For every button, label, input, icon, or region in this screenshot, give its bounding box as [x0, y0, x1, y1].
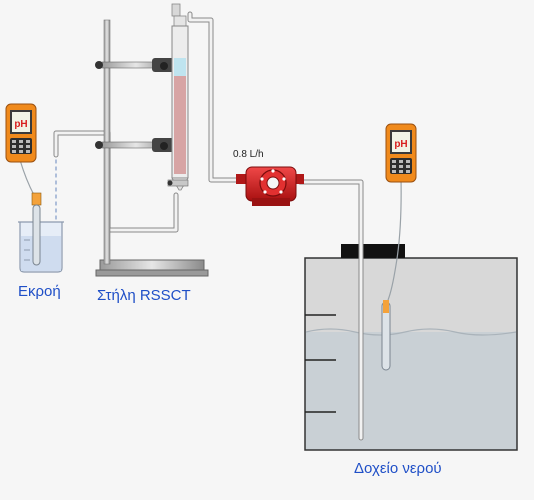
column-label: Στήλη RSSCT [97, 287, 191, 304]
water-surface [305, 328, 517, 336]
tank-label: Δοχείο νερού [354, 460, 442, 477]
water-tank [304, 244, 518, 451]
tank-headspace [306, 259, 516, 332]
tank-ph-probe [381, 177, 402, 371]
effluent-ph-probe [19, 159, 42, 266]
ph-display-left: pH [14, 119, 27, 130]
ph-meter-right: pH [385, 123, 417, 183]
rssct-column [167, 3, 189, 191]
pump-flow-rate: 0.8 L/h [233, 149, 264, 160]
ph-meter-left: pH [5, 103, 37, 163]
tank-lid [341, 244, 405, 258]
ph-display-right: pH [394, 139, 407, 150]
effluent-beaker [18, 221, 64, 273]
peristaltic-pump [236, 166, 304, 206]
effluent-label: Εκροή [18, 283, 61, 300]
support-stand [95, 19, 209, 277]
